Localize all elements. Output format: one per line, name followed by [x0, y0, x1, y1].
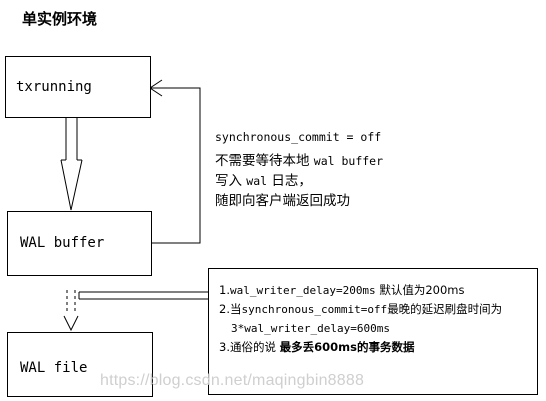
info-item-2-continued: 3*wal_writer_delay=600ms: [219, 319, 537, 338]
page-title: 单实例环境: [22, 10, 98, 28]
note-line-2-suffix: 日志，: [267, 173, 312, 189]
txrunning-label: txrunning: [16, 79, 92, 95]
info-item-3-bold: 最多丢600ms的事务数据: [279, 340, 415, 354]
note-line-2-text: 写入: [215, 173, 247, 189]
info-item-1-text: 默认值为200ms: [375, 283, 465, 297]
txrunning-box: txrunning: [5, 56, 151, 118]
info-item-2-text-b: 最晚的延迟刷盘时间为: [387, 302, 503, 316]
note-line-1-text: 不需要等待本地: [215, 153, 314, 169]
return-arrow-buffer-to-txrunning: [149, 79, 201, 244]
wal-buffer-box: WAL buffer: [7, 211, 152, 276]
wal-file-label: WAL file: [20, 360, 88, 376]
info-item-2-code: synchronous_commit=off: [241, 303, 388, 316]
info-item-2-text-a: 当: [229, 302, 242, 316]
info-item-3: 3.通俗的说 最多丢600ms的事务数据: [219, 338, 537, 356]
info-box: 1.wal_writer_delay=200ms 默认值为200ms 2.当sy…: [208, 268, 538, 395]
note-line-1: 不需要等待本地 wal buffer: [215, 151, 383, 171]
note-line-1-code: wal buffer: [313, 154, 384, 168]
info-item-2: 2.当synchronous_commit=off最晚的延迟刷盘时间为: [219, 300, 537, 319]
watermark: https://blog.csdn.net/maqingbin8888: [100, 372, 365, 389]
info-item-2-num: 2.: [219, 302, 230, 316]
info-item-1-num: 1.: [219, 283, 230, 297]
arrow-txrunning-to-buffer: [60, 118, 83, 211]
info-item-3-num: 3.: [219, 340, 230, 354]
info-item-2-cont: 3*wal_writer_delay=600ms: [231, 322, 390, 335]
info-item-3-text: 通俗的说: [229, 340, 280, 354]
note-setting: synchronous_commit = off: [215, 130, 382, 144]
callout-connector: [78, 291, 208, 300]
arrow-buffer-to-file: [63, 290, 79, 332]
note-line-3: 随即向客户端返回成功: [215, 193, 350, 209]
wal-file-box: WAL file: [7, 332, 153, 397]
async-commit-note: synchronous_commit = off 不需要等待本地 wal buf…: [215, 127, 383, 211]
note-line-2-code: wal: [246, 174, 268, 188]
wal-buffer-label: WAL buffer: [20, 235, 105, 251]
info-item-1: 1.wal_writer_delay=200ms 默认值为200ms: [219, 281, 537, 300]
info-item-1-code: wal_writer_delay=200ms: [229, 284, 376, 297]
note-line-2: 写入 wal 日志，: [215, 171, 383, 191]
